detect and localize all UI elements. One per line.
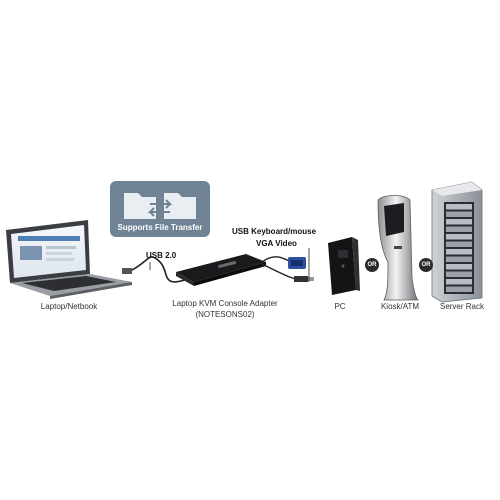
rack-unit-slot — [446, 241, 472, 247]
file-transfer-label: Supports File Transfer — [117, 223, 203, 232]
usb-2-0-label: USB 2.0 — [146, 251, 177, 260]
vga-connector — [288, 257, 306, 269]
adapter-model-label: (NOTESONS02) — [195, 310, 255, 319]
usb-connector — [294, 276, 314, 282]
usb-plug — [122, 268, 132, 274]
rack-unit-slot — [446, 256, 472, 262]
rack-unit-slot — [446, 271, 472, 277]
or-marker-2: OR — [419, 258, 433, 272]
or-marker-1: OR — [365, 258, 379, 272]
pc-label: PC — [334, 302, 346, 311]
rack-unit-slot — [446, 204, 472, 210]
file-transfer-icon — [124, 193, 196, 219]
rack-unit-slot — [446, 234, 472, 240]
file-transfer-badge: Supports File Transfer — [110, 181, 210, 237]
kvm-adapter-illustration — [176, 254, 266, 286]
rack-unit-slot — [446, 249, 472, 255]
rack-units — [446, 204, 472, 292]
server-rack-illustration — [431, 181, 483, 303]
rack-unit-slot — [446, 226, 472, 232]
usb-cable — [127, 256, 191, 283]
rack-unit-slot — [446, 279, 472, 285]
kiosk-illustration — [377, 195, 419, 301]
rack-unit-slot — [446, 211, 472, 217]
adapter-label: Laptop KVM Console Adapter — [172, 299, 278, 308]
vga-video-label: VGA Video — [256, 239, 297, 248]
rack-unit-slot — [446, 219, 472, 225]
laptop-illustration — [6, 220, 132, 299]
rack-unit-slot — [446, 264, 472, 270]
usb-keyboard-mouse-label: USB Keyboard/mouse — [232, 227, 317, 236]
rack-unit-slot — [446, 286, 472, 292]
laptop-label: Laptop/Netbook — [40, 302, 98, 311]
kiosk-label: Kiosk/ATM — [380, 302, 420, 311]
pc-tower-illustration — [328, 237, 360, 295]
server-rack-label: Server Rack — [439, 302, 484, 311]
